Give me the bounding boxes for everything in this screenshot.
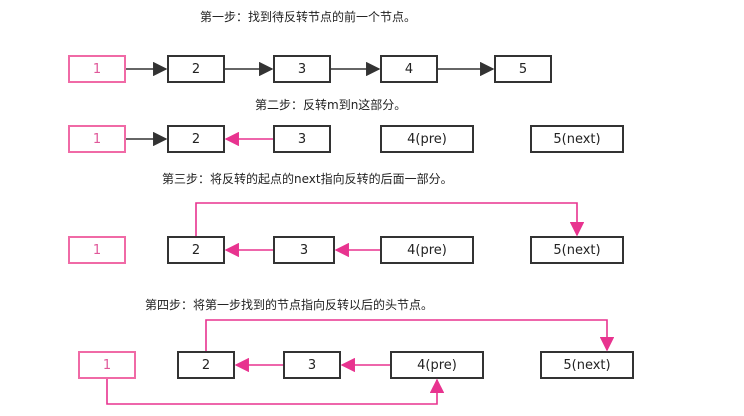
step4-title: 第四步：将第一步找到的节点指向反转以后的头节点。 <box>145 298 434 312</box>
step1-node-4: 4 <box>380 55 438 83</box>
step1-node-5: 5 <box>494 55 552 83</box>
step4-node-1: 1 <box>78 351 136 379</box>
step4-node-4: 4(pre) <box>390 351 484 379</box>
step1-node-2: 2 <box>167 55 225 83</box>
step1-node-1: 1 <box>68 55 126 83</box>
step2-node-1: 1 <box>68 125 126 153</box>
step3-title: 第三步：将反转的起点的next指向反转的后面一部分。 <box>162 172 453 186</box>
step4-arrow-2-5 <box>205 319 615 352</box>
step4-arrow-1-4 <box>106 378 445 405</box>
step4-node-2: 2 <box>177 351 235 379</box>
step4-node-5: 5(next) <box>540 351 634 379</box>
step2-node-4: 4(pre) <box>380 125 474 153</box>
step2-node-5: 5(next) <box>530 125 624 153</box>
step1-node-3: 3 <box>273 55 331 83</box>
step3-node-4: 4(pre) <box>380 236 474 264</box>
step3-arrow-2-5 <box>195 202 585 237</box>
step3-node-3: 3 <box>273 236 335 264</box>
step3-node-1: 1 <box>68 236 126 264</box>
step3-node-2: 2 <box>167 236 225 264</box>
step2-node-2: 2 <box>167 125 225 153</box>
step1-title: 第一步：找到待反转节点的前一个节点。 <box>200 10 417 24</box>
step4-node-3: 3 <box>283 351 341 379</box>
step3-node-5: 5(next) <box>530 236 624 264</box>
step2-node-3: 3 <box>273 125 331 153</box>
step2-title: 第二步：反转m到n这部分。 <box>255 98 407 112</box>
